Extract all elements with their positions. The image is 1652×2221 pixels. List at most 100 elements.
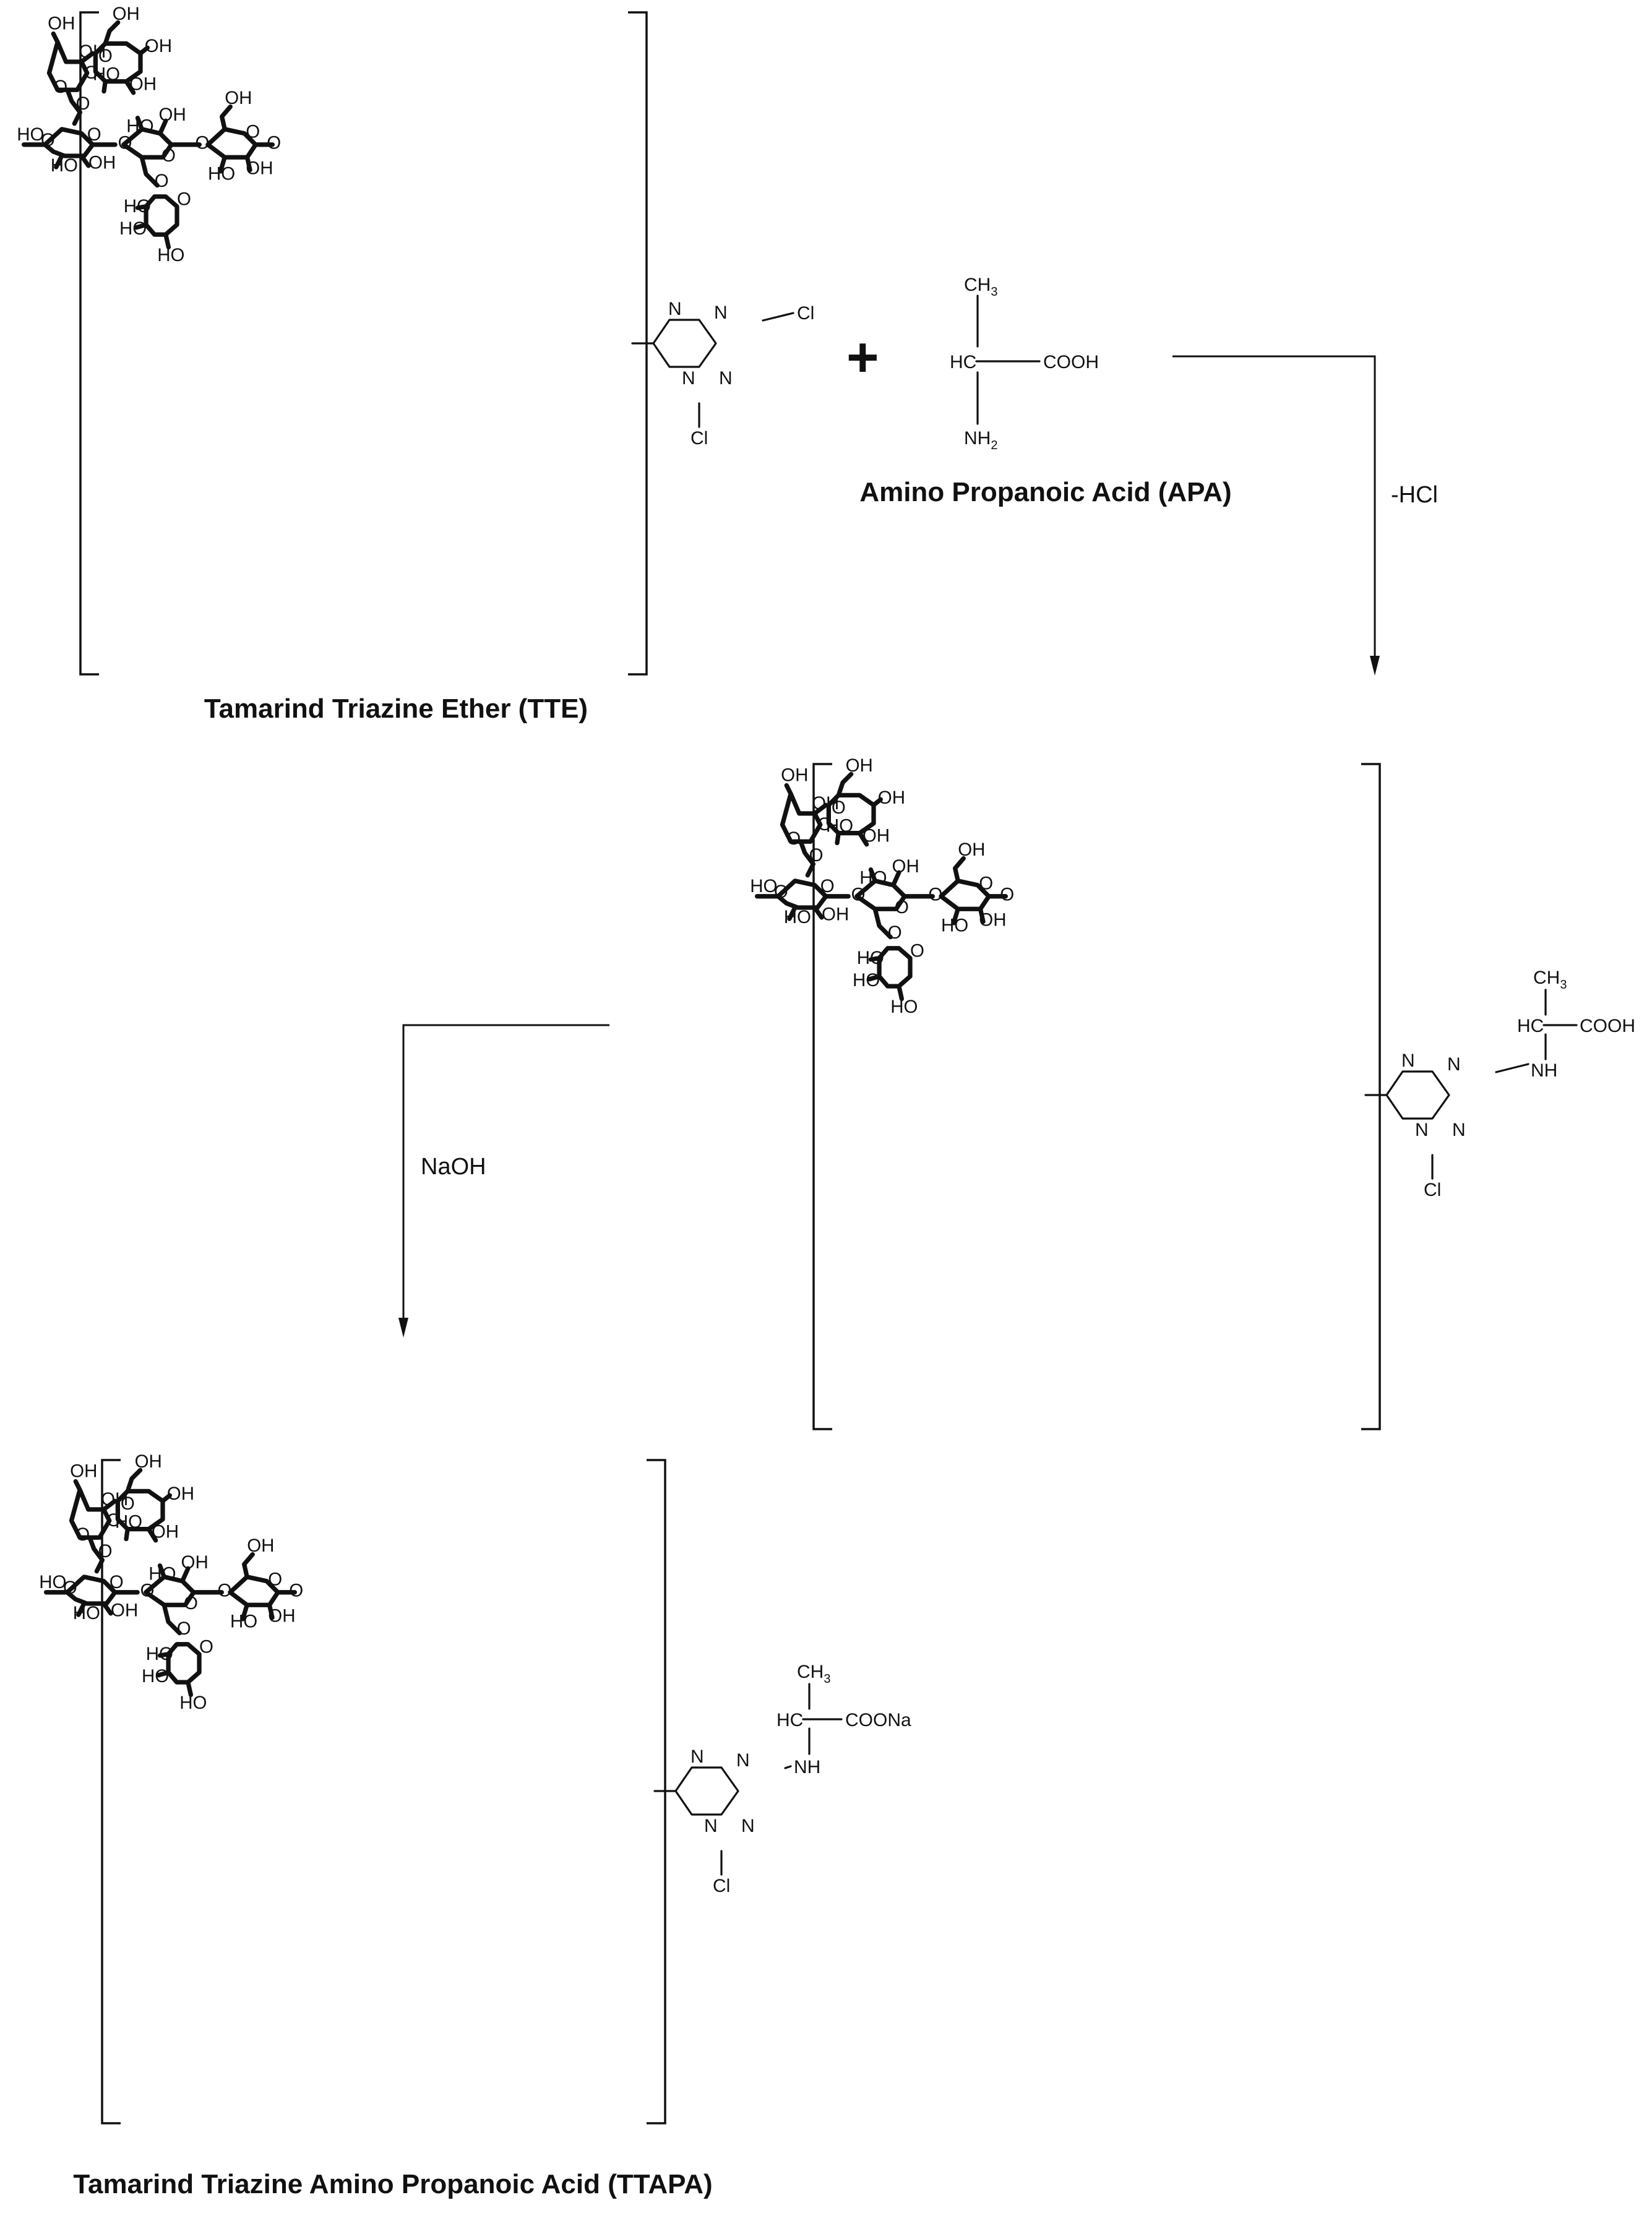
condition-hcl: -HCl [1391,482,1438,508]
bond [978,906,986,924]
atom-label: O [161,145,176,166]
atom-label: O [98,1541,113,1562]
atom-label: HO [39,1572,66,1592]
bond [776,879,828,910]
atom-label: OH [129,74,157,94]
atom-label: O [774,882,788,902]
bond [267,1602,275,1620]
intermediate-amino-acid-chain: NH HC COOH CH3 [1495,968,1635,1081]
nitrogen-label: N [714,303,728,323]
hc-label: HC [777,1710,803,1730]
bond [46,40,90,92]
atom-label: OH [167,1484,194,1504]
atom-label: O [268,1569,282,1589]
hc-label: HC [1517,1016,1544,1036]
tte-triazine-cl-upper-right: Cl [762,303,814,324]
bond [180,1566,191,1584]
atom-label: HO [146,1644,173,1664]
bond [836,771,854,798]
atom-label: O [84,62,98,83]
bond [51,31,60,45]
bond [138,45,150,56]
atom-label: O [177,189,191,209]
atom-label: O [267,133,281,153]
atom-label: OH [48,14,75,34]
atom-label: O [218,1581,232,1601]
atom-label: HO [51,155,78,176]
bond [186,1680,194,1698]
atom-label: HO [119,218,147,239]
atom-label: HO [941,916,968,936]
intermediate-bracket-right [1361,763,1381,1430]
bond [43,127,95,158]
atom-label: HO [859,867,887,888]
atom-label: O [75,1524,90,1545]
cl-label: Cl [797,303,814,324]
atom-label: O [41,130,55,150]
bond [79,153,91,168]
atom-label: HO [148,1563,176,1584]
nitrogen-label: N [690,1746,704,1767]
cl-label: Cl [690,428,708,449]
bond [812,905,824,920]
bond [951,906,960,926]
bond [146,1527,158,1543]
bond [953,856,966,883]
atom-label: OH [225,88,252,108]
bond [242,1552,255,1579]
atom-label: HO [157,245,184,265]
bond [857,831,869,847]
bond [867,974,882,982]
atom-label: O [98,46,113,66]
atom-label: OH [88,152,116,173]
reaction-arrow-1 [1172,355,1380,676]
caption-tte: Tamarind Triazine Ether (TTE) [204,694,588,724]
atom-label: HO [115,1511,142,1532]
bond [240,1602,249,1622]
bond [787,905,798,921]
bond [158,118,168,136]
atom-label: O [140,1581,155,1601]
bond [891,870,901,888]
bond [115,1489,165,1532]
atom-label: HO [93,64,120,84]
cooh-label: COOH [1043,352,1099,372]
atom-label: OH [135,1451,162,1472]
nh-label: NH [1531,1060,1557,1081]
bond [87,1535,105,1574]
triazine-ring-bond [631,319,717,368]
atom-label: OH [822,904,849,924]
atom-label: OH [159,105,186,125]
coona-label: COONa [845,1710,911,1730]
atom-label: HO [857,948,884,968]
atom-label: O [106,1510,121,1531]
bond [65,1574,118,1606]
atom-label: OH [79,41,106,62]
atom-label: O [786,828,801,849]
atom-label: OH [152,1521,179,1542]
atom-label: OH [247,1536,274,1556]
atom-label: O [809,845,824,866]
atom-label: OH [70,1461,97,1482]
atom-label: O [851,885,866,905]
atom-label: HO [853,970,880,990]
atom-label: O [184,1593,198,1613]
nitrogen-label: N [719,368,733,389]
atom-label: O [910,940,924,961]
nh2-label: NH2 [964,428,997,452]
atom-label: OH [181,1552,209,1573]
atom-label: OH [846,755,873,776]
bond [220,104,233,132]
bond [135,116,144,132]
condition-naoh: NaOH [421,1154,486,1180]
bond [826,793,876,836]
apa-structure: CH3 HC COOH NH2 [950,275,1099,452]
atom-label: HO [126,116,153,136]
nitrogen-label: N [682,368,695,389]
bond [784,783,793,796]
nitrogen-label: N [1447,1054,1461,1075]
nitrogen-label: N [1401,1050,1415,1071]
atom-label: HO [750,876,777,896]
